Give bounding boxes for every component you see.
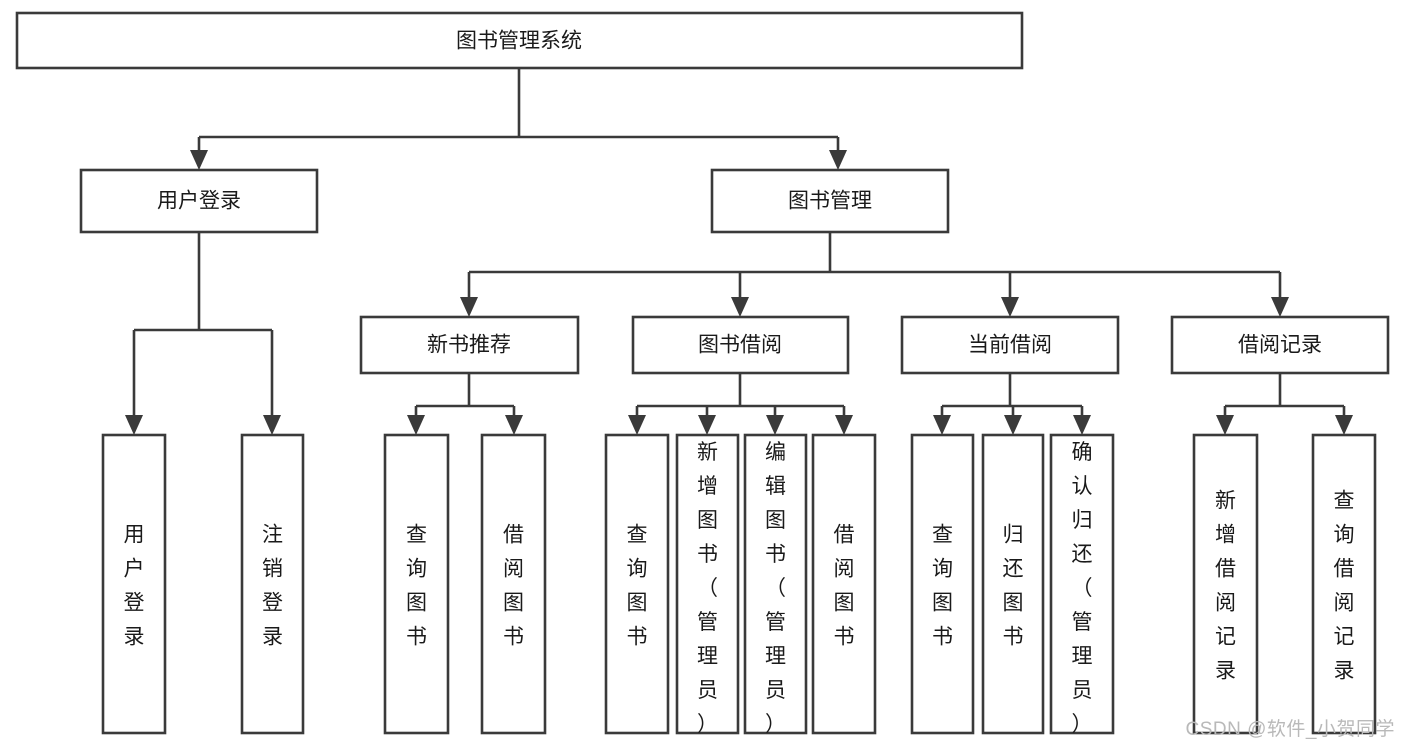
node-book-borrow-box[interactable] — [631, 315, 850, 375]
node-leaf-edit-book[interactable]: 编辑图书（管理员） — [743, 433, 808, 736]
arrow-to-borrow-record — [1271, 297, 1289, 317]
node-leaf-add-book-label: 新增图书（管理员） — [697, 441, 718, 736]
node-new-book-recommend-label: 新书推荐 — [427, 334, 511, 357]
connector-borrow-record-fan — [1223, 373, 1346, 417]
node-leaf-add-book-box[interactable] — [675, 433, 740, 735]
arrow-to-leaf-borrow-book-rec — [505, 415, 523, 435]
node-current-borrow[interactable]: 当前借阅 — [900, 315, 1120, 375]
node-leaf-query-record-box[interactable] — [1311, 433, 1377, 735]
node-leaf-borrow-book-rec[interactable]: 借阅图书 — [480, 433, 547, 735]
node-leaf-add-record-label: 新增借阅记录 — [1215, 490, 1236, 683]
node-leaf-borrow-book-label: 借阅图书 — [834, 524, 855, 649]
node-leaf-confirm-return-label: 确认归还（管理员） — [1072, 441, 1093, 736]
node-leaf-user-login-label: 用户登录 — [124, 524, 145, 649]
arrow-to-leaf-confirm-return — [1073, 415, 1091, 435]
node-new-book-recommend[interactable]: 新书推荐 — [359, 315, 580, 375]
node-leaf-return-book-label: 归还图书 — [1003, 524, 1024, 649]
connector-user-login-fan — [132, 232, 274, 417]
connector-new-book-recommend-fan — [414, 373, 516, 417]
arrow-to-leaf-logout — [263, 415, 281, 435]
arrow-to-book-borrow — [731, 297, 749, 317]
arrow-to-leaf-query-record — [1335, 415, 1353, 435]
node-leaf-logout-box[interactable] — [240, 433, 305, 735]
arrow-to-leaf-query-book-current — [933, 415, 951, 435]
node-borrow-record[interactable]: 借阅记录 — [1170, 315, 1390, 375]
node-book-manage[interactable]: 图书管理 — [710, 168, 950, 234]
node-leaf-add-book[interactable]: 新增图书（管理员） — [675, 433, 740, 736]
node-leaf-query-record-label: 查询借阅记录 — [1334, 490, 1355, 683]
node-leaf-borrow-book-rec-label: 借阅图书 — [503, 524, 524, 649]
node-leaf-edit-book-box[interactable] — [743, 433, 808, 735]
node-root-box[interactable] — [15, 11, 1024, 70]
connector-root-trunk — [197, 68, 840, 152]
node-leaf-borrow-book-box[interactable] — [811, 433, 877, 735]
node-leaf-query-book-current[interactable]: 查询图书 — [910, 433, 975, 735]
node-leaf-borrow-book[interactable]: 借阅图书 — [811, 433, 877, 735]
arrow-to-leaf-borrow-book — [835, 415, 853, 435]
node-current-borrow-label: 当前借阅 — [968, 334, 1052, 357]
node-leaf-query-record[interactable]: 查询借阅记录 — [1311, 433, 1377, 735]
arrow-to-current-borrow — [1001, 297, 1019, 317]
arrow-to-book-manage — [829, 150, 847, 170]
node-leaf-borrow-book-rec-box[interactable] — [480, 433, 547, 735]
node-new-book-recommend-box[interactable] — [359, 315, 580, 375]
node-user-login-label: 用户登录 — [157, 190, 241, 213]
node-book-manage-box[interactable] — [710, 168, 950, 234]
node-leaf-query-book-borrow-box[interactable] — [604, 433, 670, 735]
arrow-to-new-book-recommend — [460, 297, 478, 317]
node-root[interactable]: 图书管理系统 — [15, 11, 1024, 70]
arrow-to-leaf-query-book-borrow — [628, 415, 646, 435]
node-leaf-query-book-current-box[interactable] — [910, 433, 975, 735]
arrow-to-leaf-user-login — [125, 415, 143, 435]
node-leaf-user-login[interactable]: 用户登录 — [101, 433, 167, 735]
node-leaf-query-book-rec-box[interactable] — [383, 433, 450, 735]
connector-book-manage-fan — [467, 232, 1282, 299]
node-leaf-query-book-rec-label: 查询图书 — [406, 524, 427, 649]
node-borrow-record-label: 借阅记录 — [1238, 334, 1322, 357]
arrow-to-leaf-return-book — [1004, 415, 1022, 435]
node-leaf-confirm-return[interactable]: 确认归还（管理员） — [1049, 433, 1115, 736]
node-leaf-add-record[interactable]: 新增借阅记录 — [1192, 433, 1259, 735]
connector-book-borrow-fan — [635, 373, 846, 417]
arrow-to-user-login — [190, 150, 208, 170]
node-leaf-return-book[interactable]: 归还图书 — [981, 433, 1045, 735]
node-leaf-query-book-current-label: 查询图书 — [932, 524, 953, 649]
node-user-login[interactable]: 用户登录 — [79, 168, 319, 234]
node-current-borrow-box[interactable] — [900, 315, 1120, 375]
connector-current-borrow-fan — [940, 373, 1084, 417]
arrow-to-leaf-edit-book — [766, 415, 784, 435]
arrow-to-leaf-add-book — [698, 415, 716, 435]
node-leaf-edit-book-label: 编辑图书（管理员） — [765, 441, 786, 736]
node-root-label: 图书管理系统 — [456, 30, 582, 53]
node-leaf-user-login-box[interactable] — [101, 433, 167, 735]
node-leaf-logout-label: 注销登录 — [262, 524, 283, 649]
arrow-to-leaf-add-record — [1216, 415, 1234, 435]
node-leaf-query-book-borrow[interactable]: 查询图书 — [604, 433, 670, 735]
node-book-borrow[interactable]: 图书借阅 — [631, 315, 850, 375]
node-user-login-box[interactable] — [79, 168, 319, 234]
watermark: CSDN @软件_小贺同学 — [1185, 719, 1395, 740]
node-leaf-query-book-borrow-label: 查询图书 — [627, 524, 648, 649]
leaf-node-layer: 用户登录 注销登录 查询图书 借阅图书 查询图书 新增图书（管理员） 编辑图书（管理员） 借阅… — [101, 433, 1377, 736]
node-book-borrow-label: 图书借阅 — [698, 334, 782, 357]
node-leaf-logout[interactable]: 注销登录 — [240, 433, 305, 735]
connector-group — [125, 68, 1353, 435]
node-leaf-query-book-rec[interactable]: 查询图书 — [383, 433, 450, 735]
node-book-manage-label: 图书管理 — [788, 190, 872, 213]
node-leaf-add-record-box[interactable] — [1192, 433, 1259, 735]
node-leaf-return-book-box[interactable] — [981, 433, 1045, 735]
node-borrow-record-box[interactable] — [1170, 315, 1390, 375]
arrow-to-leaf-query-book-rec — [407, 415, 425, 435]
node-leaf-confirm-return-box[interactable] — [1049, 433, 1115, 735]
